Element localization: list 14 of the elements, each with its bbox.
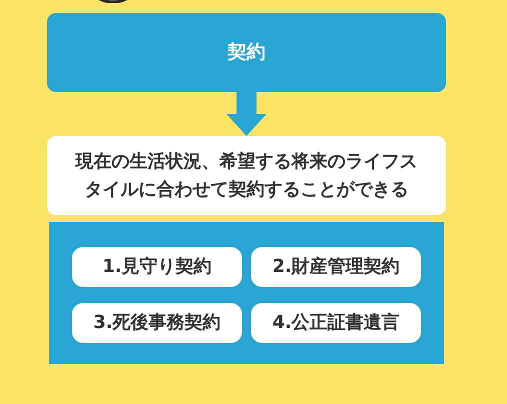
item-label: 4.公正証書遺言 (272, 312, 400, 334)
item-box (72, 247, 242, 287)
item-box (72, 303, 242, 343)
arrow (226, 92, 266, 136)
item-label: 3.死後事務契約 (93, 312, 221, 334)
note-box (47, 136, 446, 215)
item-box (251, 247, 421, 287)
container-panel (49, 222, 444, 364)
box-title: 契約 (228, 40, 266, 64)
process-box (47, 13, 446, 92)
description-text: 現在の生活状況、希望する将来のライフスタイルに合わせて契約することができる (74, 150, 418, 202)
item-label: 2.財産管理契約 (272, 256, 400, 278)
item-label: 1.見守り契約 (102, 256, 212, 278)
item-box (251, 303, 421, 343)
